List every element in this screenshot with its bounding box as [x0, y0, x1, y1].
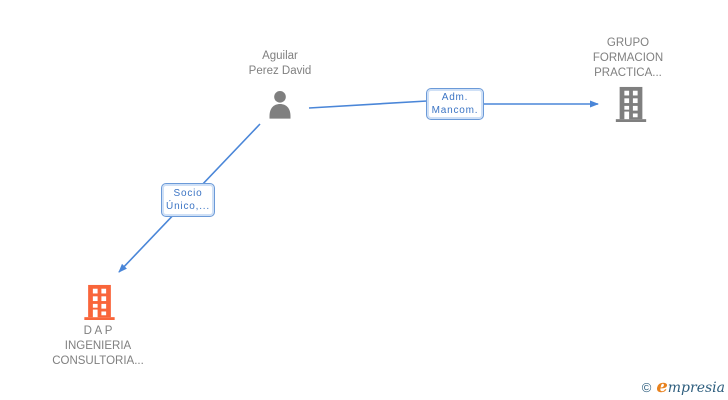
company-right-name-line2: FORMACION — [592, 52, 664, 64]
company-left-name-line1: D A P — [83, 325, 113, 337]
copyright-icon: © — [641, 380, 652, 395]
company-right-name-line1: GRUPO — [606, 37, 650, 49]
empresia-watermark[interactable]: © empresia — [642, 376, 725, 397]
company-right-name-line3: PRACTICA... — [594, 67, 662, 79]
brand-initial: e — [656, 376, 668, 397]
person-icon[interactable] — [265, 90, 295, 119]
company-right-node-label[interactable]: GRUPO FORMACION PRACTICA... — [548, 36, 708, 81]
person-node-label[interactable]: Aguilar Perez David — [190, 49, 370, 79]
company-left-node-label[interactable]: D A P INGENIERIA CONSULTORIA... — [18, 324, 178, 369]
edge-label-socio-line2: Único,... — [166, 201, 210, 212]
edge-label-socio-unico: Socio Único,... — [161, 183, 215, 217]
company-left-building-icon[interactable] — [81, 284, 118, 320]
edge-label-adm-line2: Mancom. — [431, 105, 479, 116]
brand-rest: mpresia — [667, 380, 725, 396]
company-left-name-line2: INGENIERIA — [64, 340, 132, 352]
edge-label-adm-line1: Adm. — [441, 92, 469, 103]
person-name-line2: Perez David — [248, 65, 312, 77]
edge-label-adm-mancom: Adm. Mancom. — [426, 88, 484, 120]
brand-wordmark: empresia — [656, 376, 725, 397]
edge-label-socio-line1: Socio — [173, 188, 203, 199]
company-left-name-line3: CONSULTORIA... — [52, 355, 144, 367]
company-right-building-icon[interactable] — [614, 86, 648, 122]
edge-person-to-adm-label — [308, 100, 428, 109]
person-name-line1: Aguilar — [262, 50, 298, 62]
